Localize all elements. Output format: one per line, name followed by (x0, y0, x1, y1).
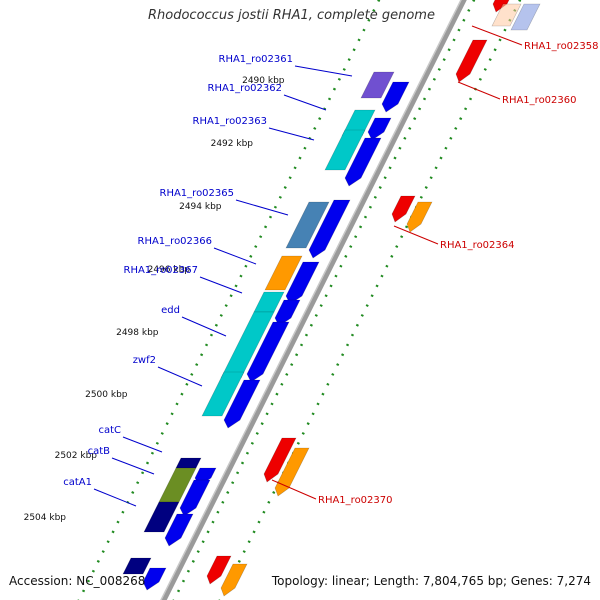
reverse-gene-leader (457, 81, 501, 100)
forward-gene-label: RHA1_ro02367 (124, 265, 199, 276)
forward-gene-leader (111, 457, 155, 475)
reverse-gene-arrow-4 (263, 437, 297, 483)
forward-gene-block-3 (285, 201, 330, 249)
reverse-gene-arrow-7 (220, 563, 248, 597)
forward-gene-arrow-10 (164, 513, 194, 547)
kbp-tick-label: 2504 kbp (24, 513, 67, 523)
forward-gene-label: RHA1_ro02365 (160, 188, 235, 199)
kbp-tick-label: 2494 kbp (179, 202, 222, 212)
reverse-gene-leader (471, 25, 523, 46)
forward-gene-label: catC (98, 425, 121, 436)
accession-label: Accession: NC_008268 (9, 574, 146, 588)
genome-title: Rhodococcus jostii RHA1, complete genome (148, 8, 435, 23)
reverse-gene-label: RHA1_ro02360 (502, 95, 577, 106)
forward-gene-label: zwf2 (133, 355, 156, 366)
forward-gene-block-7 (201, 371, 245, 417)
backbone-line (161, 0, 467, 600)
kbp-tick-label: 2500 kbp (85, 390, 128, 400)
forward-gene-label: edd (161, 305, 180, 316)
forward-gene-label: RHA1_ro02362 (208, 83, 283, 94)
kbp-tick-label: 2496 kbp (148, 265, 191, 275)
forward-gene-arrow-1 (367, 117, 392, 141)
reverse-gene-label: RHA1_ro02370 (318, 495, 393, 506)
forward-gene-leader (122, 436, 163, 453)
reverse-gene-label: RHA1_ro02358 (524, 41, 599, 52)
forward-gene-leader (213, 247, 257, 265)
reverse-gene-leader (393, 225, 439, 245)
forward-gene-leader (157, 366, 203, 387)
kbp-tick-label: 2498 kbp (116, 328, 159, 338)
reverse-gene-arrow-6 (206, 555, 232, 585)
forward-gene-label: catB (88, 446, 111, 457)
forward-gene-label: RHA1_ro02366 (138, 236, 213, 247)
reverse-gene-block-faint-0 (491, 3, 522, 27)
topology-label: Topology: linear; Length: 7,804,765 bp; … (271, 574, 591, 588)
backbone-highlight (160, 0, 462, 600)
reverse-gene-arrow-5 (274, 447, 310, 497)
forward-gene-label: RHA1_ro02361 (219, 54, 294, 65)
forward-gene-block-2 (324, 129, 366, 171)
forward-gene-block-10 (143, 501, 180, 533)
forward-gene-leader (93, 488, 137, 507)
forward-gene-arrow-11 (142, 567, 167, 591)
forward-gene-arrow-6 (246, 321, 290, 383)
reverse-gene-leader (271, 479, 317, 500)
forward-gene-label: catA1 (63, 477, 92, 488)
forward-gene-label: RHA1_ro02363 (193, 116, 268, 127)
forward-gene-leader (294, 65, 353, 77)
forward-gene-leader (235, 199, 289, 216)
forward-gene-arrow-9 (179, 479, 211, 517)
reverse-gene-label: RHA1_ro02364 (440, 240, 515, 251)
kbp-tick-label: 2502 kbp (55, 451, 98, 461)
forward-gene-arrow-2 (344, 137, 382, 187)
kbp-tick-label: 2490 kbp (242, 76, 285, 86)
forward-gene-leader (283, 94, 327, 111)
reverse-gene-arrow-3 (406, 201, 433, 233)
forward-gene-arrow-7 (223, 379, 261, 429)
kbp-tick-label: 2492 kbp (211, 139, 254, 149)
forward-gene-block-8 (175, 457, 202, 469)
forward-gene-block-0 (360, 71, 395, 99)
forward-gene-leader (268, 127, 315, 141)
forward-gene-leader (181, 316, 227, 337)
forward-gene-leader (199, 276, 243, 294)
reverse-gene-arrow-2 (391, 195, 416, 223)
forward-gene-arrow-0 (381, 81, 410, 113)
forward-gene-block-11 (122, 557, 152, 575)
reverse-gene-block-faint-1 (510, 3, 541, 31)
forward-gene-arrow-3 (308, 199, 351, 259)
reverse-gene-arrow-1 (455, 39, 488, 83)
forward-gene-block-4 (264, 255, 303, 291)
